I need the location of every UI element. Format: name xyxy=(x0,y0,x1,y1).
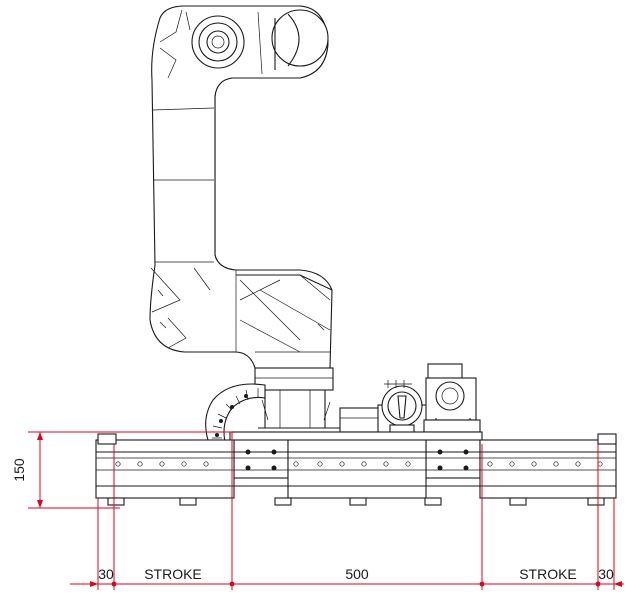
robot-arm xyxy=(149,5,340,429)
center-dimension-label: 500 xyxy=(345,566,369,582)
rail-holes xyxy=(115,461,603,467)
right-stroke-label: STROKE xyxy=(519,566,577,582)
dimension-lines xyxy=(28,431,624,590)
dimension-labels: 150 30 STROKE 500 STROKE 30 xyxy=(11,458,614,582)
height-dimension-label: 150 xyxy=(11,458,27,482)
left-end-dimension-label: 30 xyxy=(98,566,114,582)
linear-rail xyxy=(95,433,617,506)
left-stroke-label: STROKE xyxy=(144,566,202,582)
gripper-assembly xyxy=(339,363,481,438)
right-end-dimension-label: 30 xyxy=(598,566,614,582)
